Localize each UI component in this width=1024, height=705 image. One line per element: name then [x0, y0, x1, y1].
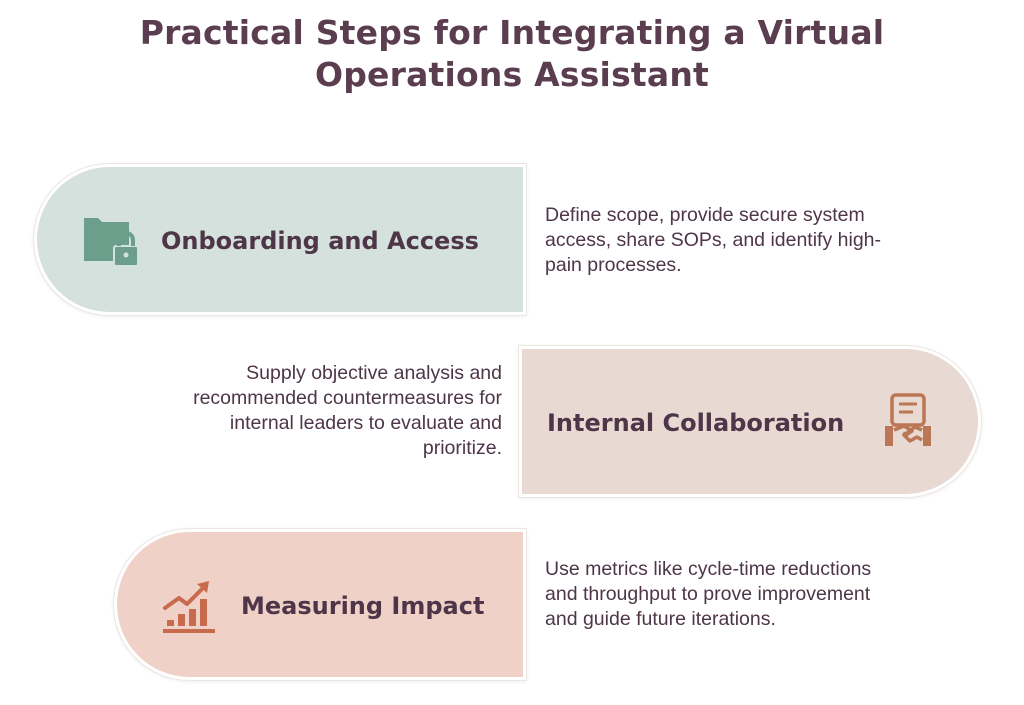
folder-lock-icon	[80, 210, 144, 270]
handshake-document-icon	[883, 392, 933, 450]
step-label: Internal Collaboration	[547, 409, 845, 437]
step-label: Measuring Impact	[241, 592, 485, 620]
growth-chart-icon	[161, 576, 221, 636]
page-title: Practical Steps for Integrating a Virtua…	[139, 13, 885, 94]
step-description: Supply objective analysis and recommende…	[193, 362, 502, 459]
step-description: Use metrics like cycle-time reductions a…	[545, 558, 872, 630]
step-onboarding-pill: Onboarding and Access	[34, 164, 526, 315]
step-description: Define scope, provide secure system acce…	[545, 204, 882, 276]
step-label: Onboarding and Access	[161, 227, 479, 255]
step-collaboration-pill: Internal Collaboration	[519, 346, 981, 497]
step-impact-pill: Measuring Impact	[114, 529, 526, 680]
